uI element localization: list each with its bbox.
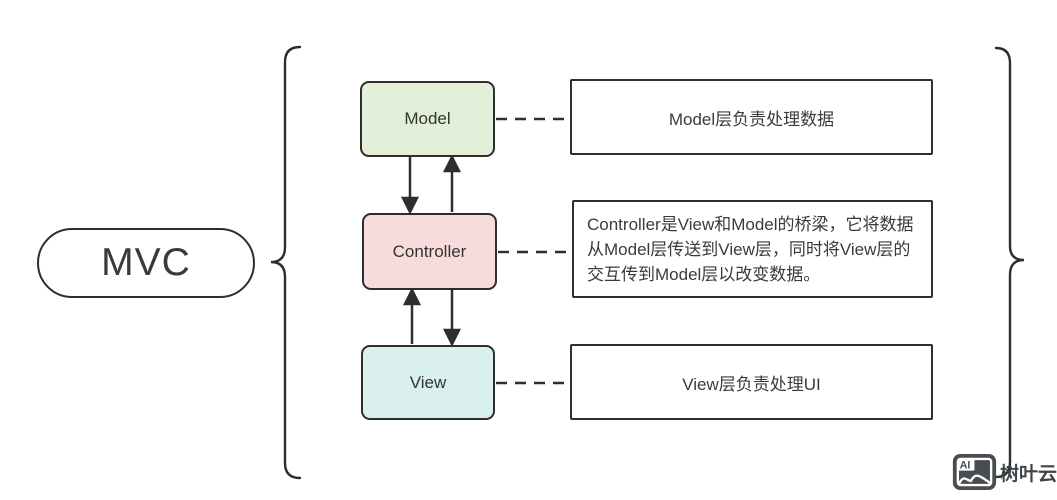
left-brace-icon (270, 45, 302, 480)
node-controller: Controller (362, 213, 497, 290)
watermark: AI 树叶云 (952, 449, 1057, 495)
node-view: View (361, 345, 495, 420)
ai-icon-label: AI (960, 459, 971, 471)
arrow-controller-to-model (442, 154, 462, 212)
arrow-controller-to-view (442, 290, 462, 347)
watermark-text: 树叶云 (999, 463, 1057, 485)
view-description-box: View层负责处理UI (570, 344, 933, 420)
controller-description-text: Controller是View和Model的桥梁，它将数据从Model层传送到V… (587, 214, 914, 284)
node-view-label: View (409, 372, 447, 392)
mvc-root-node: MVC (37, 228, 255, 298)
arrow-view-to-controller (402, 287, 422, 344)
view-description-text: View层负责处理UI (682, 374, 821, 394)
right-brace-icon (994, 46, 1025, 479)
model-description-text: Model层负责处理数据 (668, 109, 835, 129)
mvc-root-label: MVC (101, 241, 191, 284)
node-model-label: Model (404, 109, 451, 128)
node-model: Model (360, 81, 495, 157)
model-description-box: Model层负责处理数据 (570, 79, 933, 155)
arrow-model-to-controller (400, 157, 420, 215)
ai-image-icon: AI (952, 454, 997, 490)
node-controller-label: Controller (392, 241, 467, 261)
controller-description-box: Controller是View和Model的桥梁，它将数据从Model层传送到V… (572, 200, 933, 298)
